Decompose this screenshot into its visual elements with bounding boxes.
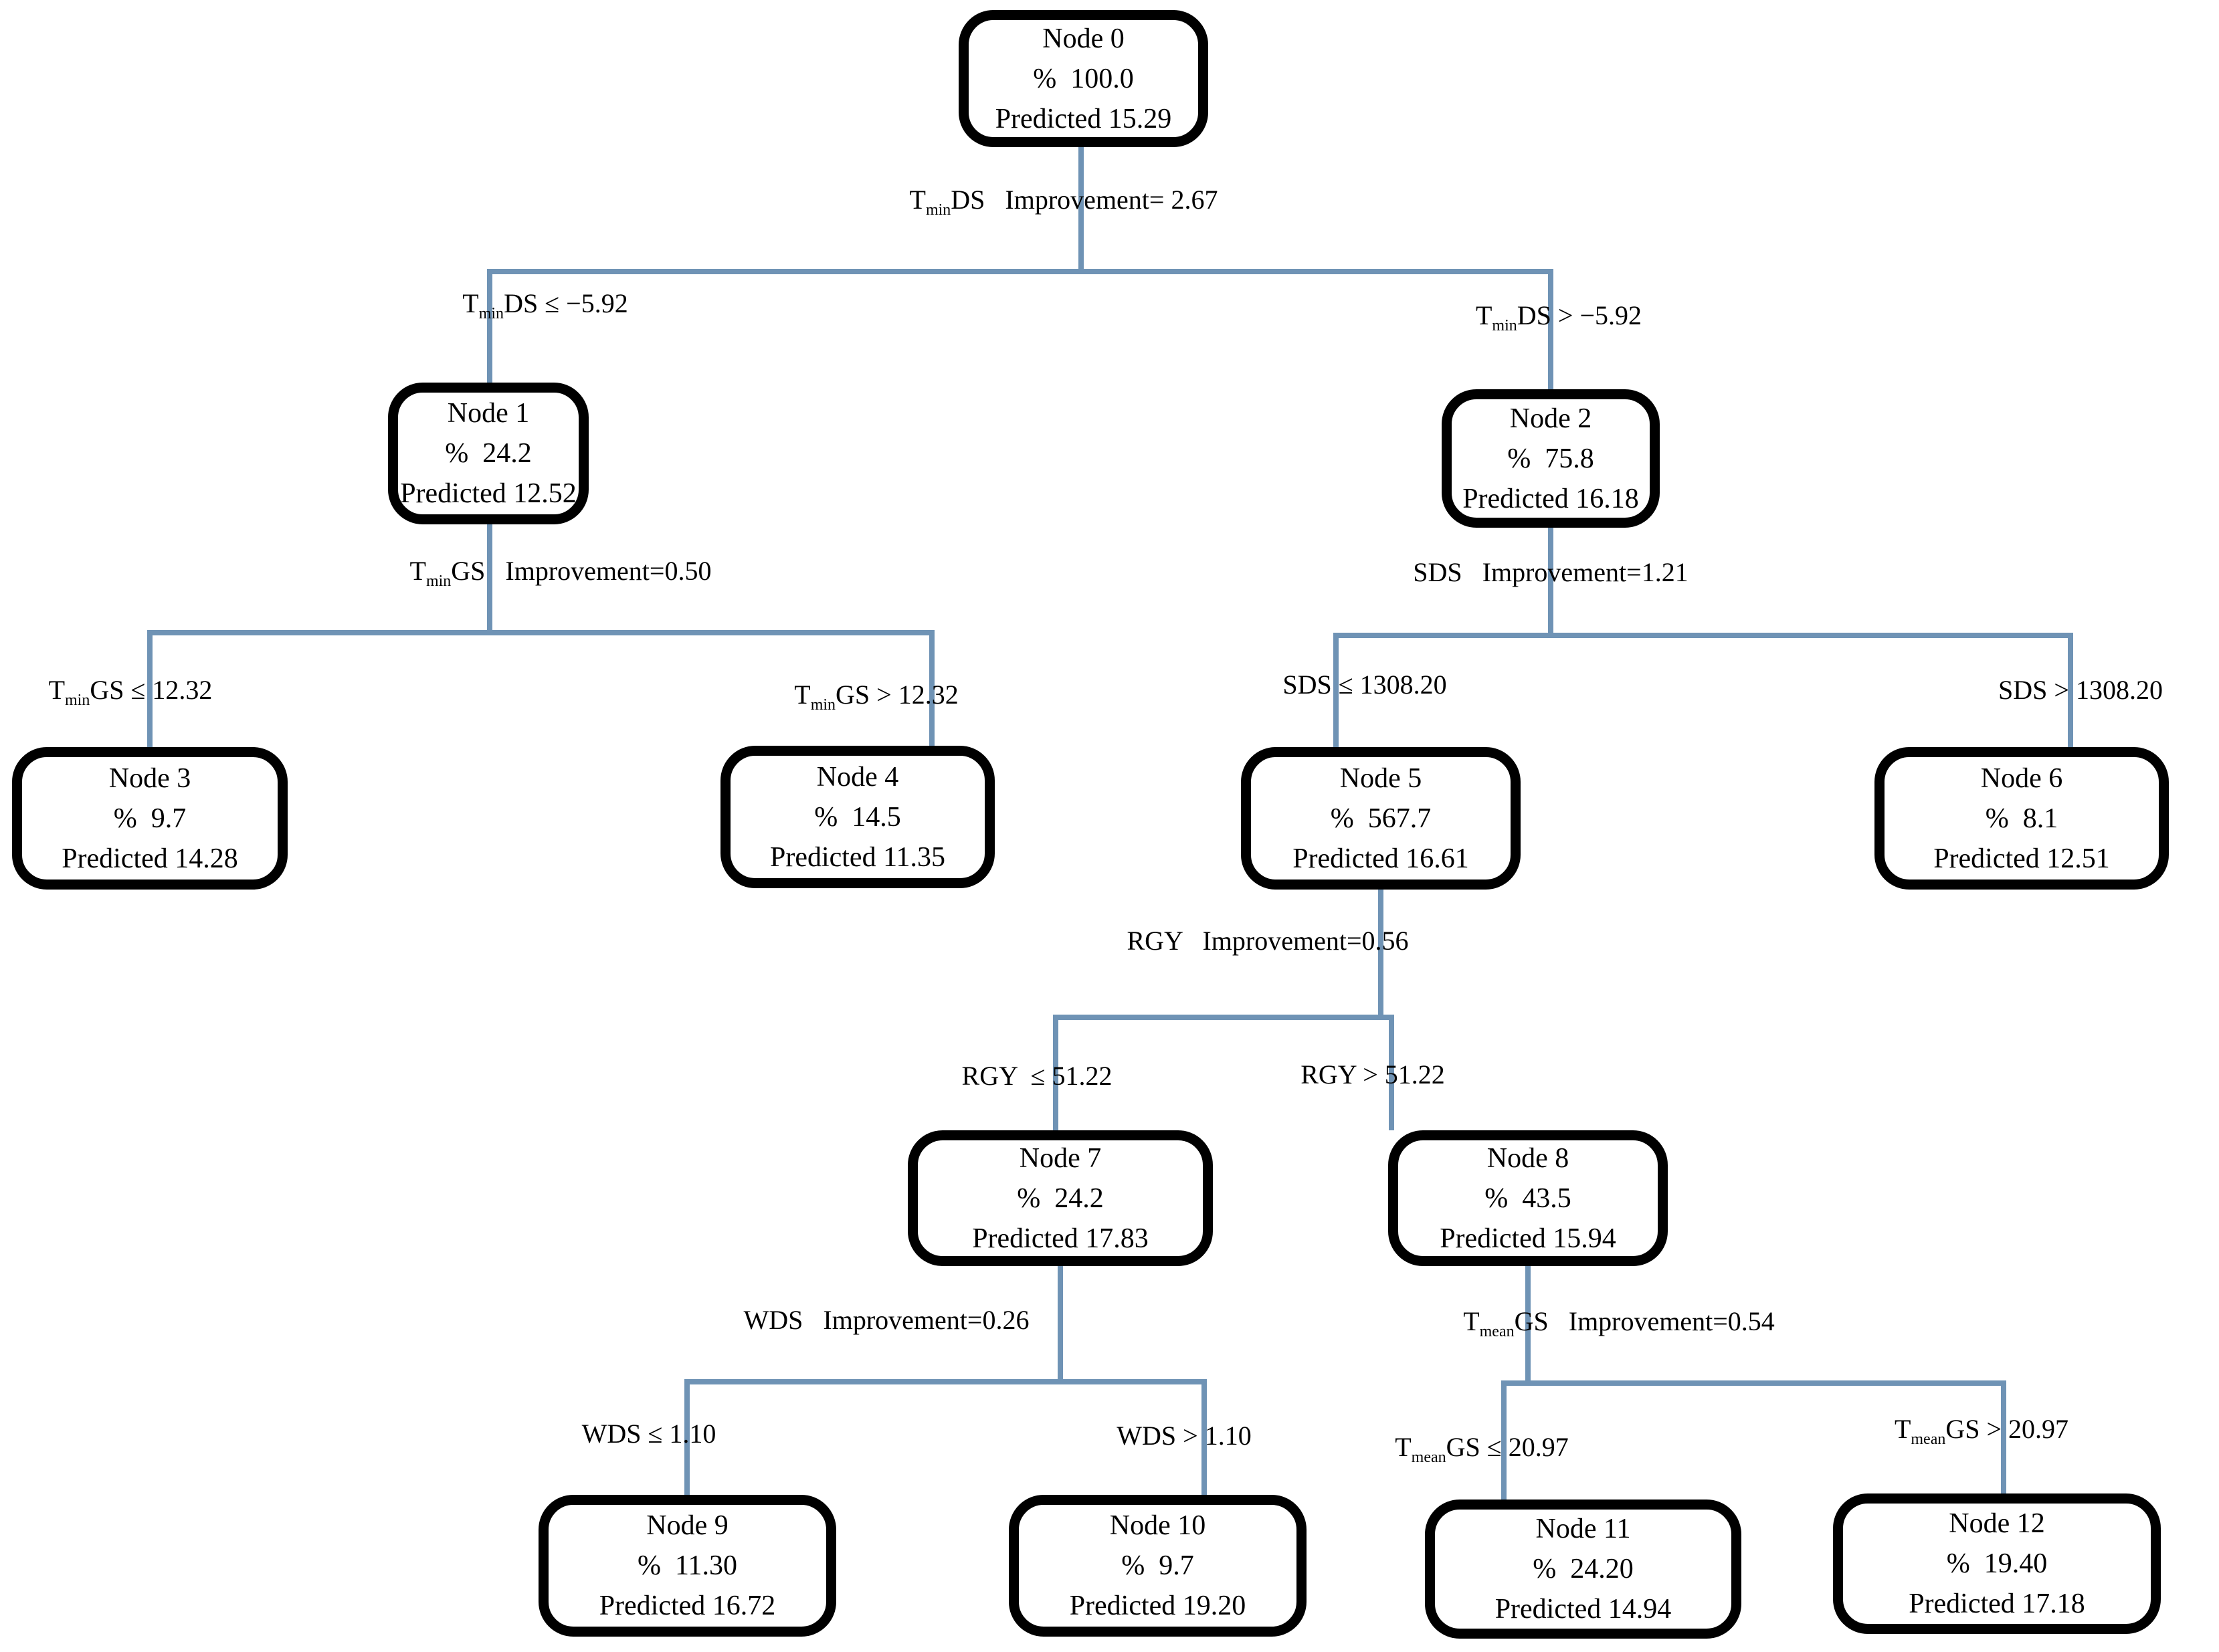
node-percent: % 24.2 (1017, 1182, 1104, 1214)
node-predicted: Predicted 11.35 (769, 841, 946, 873)
node-predicted: Predicted 12.51 (1933, 843, 2110, 874)
branch-label-node1: TminDS ≤ −5.92 (462, 288, 628, 322)
connector-segment (1333, 633, 1339, 747)
tree-node-11: Node 11 % 24.20 Predicted 14.94 (1425, 1500, 1741, 1639)
tree-node-12: Node 12 % 19.40 Predicted 17.18 (1833, 1493, 2161, 1634)
tree-node-5: Node 5 % 567.7 Predicted 16.61 (1241, 747, 1521, 890)
node-title: Node 1 (447, 398, 530, 429)
node-title: Node 11 (1535, 1514, 1631, 1544)
tree-node-9: Node 9 % 11.30 Predicted 16.72 (539, 1495, 836, 1637)
split-label-node8: TmeanGS Improvement=0.54 (1463, 1306, 1775, 1340)
connector-segment (487, 269, 492, 383)
connector-segment (929, 630, 935, 746)
connector-segment (1389, 1015, 1394, 1130)
node-title: Node 6 (1980, 762, 2063, 794)
node-predicted: Predicted 15.29 (995, 103, 1172, 134)
tree-node-6: Node 6 % 8.1 Predicted 12.51 (1874, 747, 2169, 890)
node-predicted: Predicted 14.28 (62, 843, 238, 874)
branch-label-node5: SDS ≤ 1308.20 (1282, 669, 1447, 700)
connector-segment (1078, 147, 1084, 274)
connector-segment (487, 269, 1553, 274)
split-label-node1: TminGS Improvement=0.50 (409, 556, 712, 590)
node-title: Node 5 (1339, 762, 1422, 794)
tree-node-3: Node 3 % 9.7 Predicted 14.28 (12, 747, 288, 890)
node-percent: % 8.1 (1985, 803, 2058, 834)
node-predicted: Predicted 17.83 (972, 1223, 1149, 1254)
branch-label-node9: WDS ≤ 1.10 (581, 1419, 716, 1449)
connector-segment (1201, 1379, 1207, 1495)
tree-node-7: Node 7 % 24.2 Predicted 17.83 (908, 1130, 1213, 1266)
connector-segment (1053, 1015, 1058, 1130)
node-title: Node 2 (1509, 403, 1592, 434)
connector-segment (1053, 1015, 1394, 1020)
tree-node-8: Node 8 % 43.5 Predicted 15.94 (1388, 1130, 1668, 1266)
connector-segment (1525, 1266, 1531, 1383)
node-title: Node 3 (108, 762, 191, 794)
node-predicted: Predicted 17.18 (1909, 1588, 2085, 1619)
node-predicted: Predicted 16.72 (599, 1590, 776, 1621)
node-percent: % 567.7 (1330, 803, 1432, 834)
connector-segment (1378, 890, 1383, 1017)
node-predicted: Predicted 16.61 (1292, 843, 1469, 874)
tree-node-1: Node 1 % 24.2 Predicted 12.52 (388, 383, 589, 524)
branch-label-node12: TmeanGS > 20.97 (1894, 1414, 2069, 1448)
node-predicted: Predicted 19.20 (1069, 1590, 1246, 1621)
node-percent: % 100.0 (1033, 63, 1134, 94)
connector-segment (1333, 633, 2073, 638)
node-title: Node 0 (1042, 23, 1125, 54)
node-percent: % 43.5 (1484, 1182, 1571, 1214)
node-predicted: Predicted 14.94 (1494, 1594, 1672, 1625)
tree-node-10: Node 10 % 9.7 Predicted 19.20 (1009, 1495, 1307, 1637)
split-label-node7: WDS Improvement=0.26 (743, 1305, 1030, 1335)
node-percent: % 24.20 (1533, 1554, 1634, 1584)
connector-segment (147, 630, 153, 747)
node-title: Node 9 (646, 1510, 729, 1541)
node-title: Node 7 (1019, 1142, 1102, 1174)
tree-node-4: Node 4 % 14.5 Predicted 11.35 (720, 746, 995, 888)
node-percent: % 9.7 (113, 803, 187, 834)
tree-node-0: Node 0 % 100.0 Predicted 15.29 (959, 10, 1208, 147)
node-predicted: Predicted 12.52 (400, 478, 577, 509)
node-title: Node 4 (816, 761, 899, 793)
connector-segment (1548, 528, 1553, 635)
branch-label-node8: RGY > 51.22 (1300, 1059, 1445, 1090)
node-percent: % 19.40 (1946, 1548, 2048, 1579)
tree-node-2: Node 2 % 75.8 Predicted 16.18 (1442, 389, 1660, 528)
branch-label-node7: RGY ≤ 51.22 (961, 1061, 1113, 1091)
connector-segment (2068, 633, 2073, 747)
connector-segment (684, 1379, 690, 1495)
connector-segment (2001, 1380, 2006, 1493)
node-title: Node 10 (1109, 1510, 1206, 1541)
connector-segment (487, 524, 492, 635)
node-title: Node 8 (1486, 1142, 1569, 1174)
connector-segment (1548, 269, 1553, 389)
branch-label-node4: TminGS > 12.32 (794, 680, 959, 714)
node-percent: % 75.8 (1507, 443, 1594, 474)
connector-segment (1501, 1380, 2006, 1386)
connector-segment (1058, 1266, 1063, 1382)
split-label-node0: TminDS Improvement= 2.67 (909, 185, 1218, 219)
split-label-node2: SDS Improvement=1.21 (1413, 557, 1689, 587)
connector-segment (147, 630, 935, 635)
branch-label-node2: TminDS > −5.92 (1475, 300, 1642, 334)
branch-label-node3: TminGS ≤ 12.32 (48, 675, 213, 709)
connector-segment (684, 1379, 1207, 1384)
split-label-node5: RGY Improvement=0.56 (1127, 926, 1409, 956)
node-predicted: Predicted 15.94 (1440, 1223, 1616, 1254)
node-percent: % 24.2 (445, 438, 532, 469)
branch-label-node10: WDS > 1.10 (1117, 1421, 1252, 1451)
node-predicted: Predicted 16.18 (1462, 483, 1639, 514)
connector-segment (1501, 1380, 1507, 1500)
node-percent: % 11.30 (638, 1550, 737, 1581)
node-title: Node 12 (1949, 1508, 2045, 1539)
node-percent: % 9.7 (1121, 1550, 1194, 1581)
branch-label-node6: SDS > 1308.20 (1998, 675, 2163, 705)
branch-label-node11: TmeanGS ≤ 20.97 (1395, 1432, 1569, 1466)
node-percent: % 14.5 (814, 801, 901, 833)
